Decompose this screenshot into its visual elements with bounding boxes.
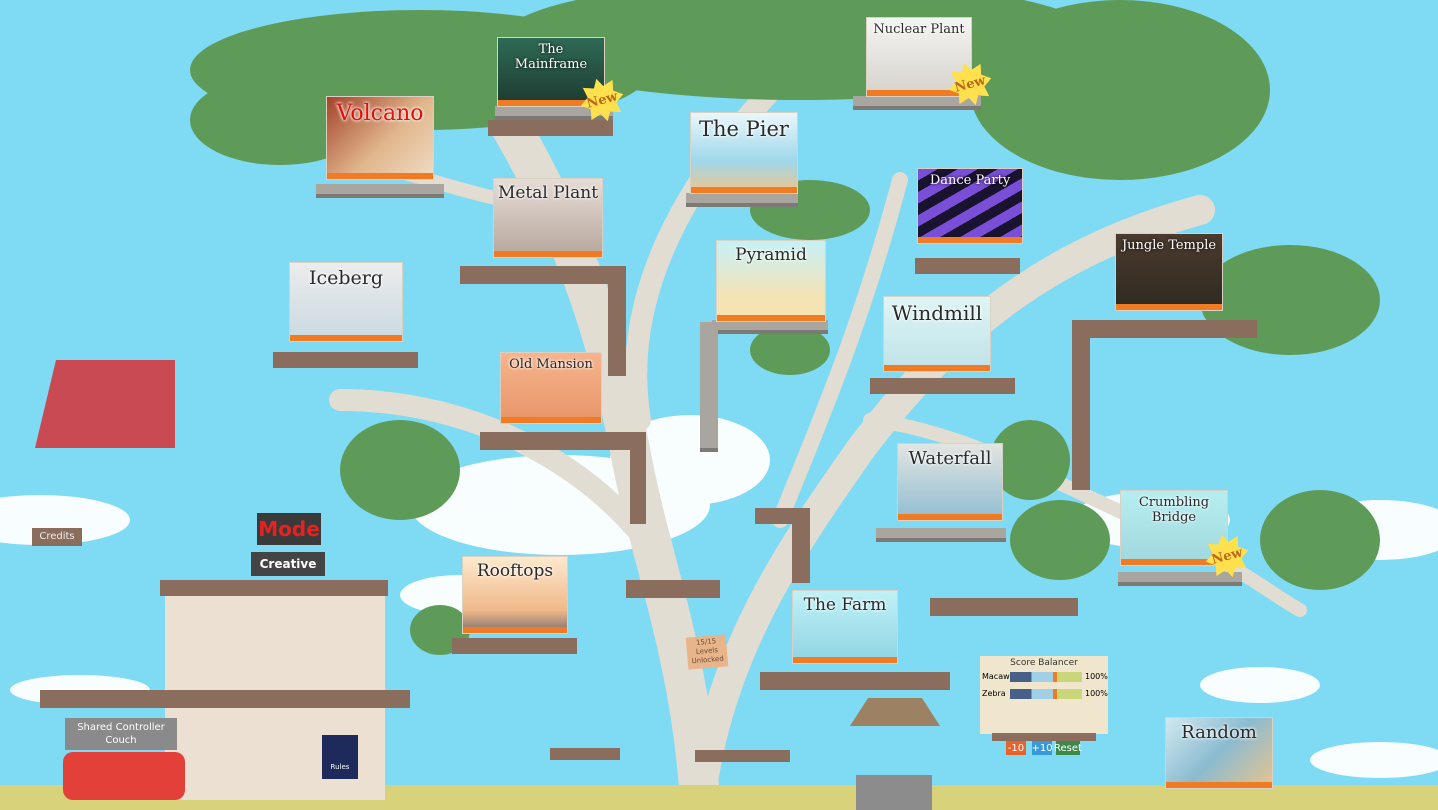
level-name: Rooftops: [476, 561, 554, 581]
couch[interactable]: [63, 752, 185, 800]
level-volcano[interactable]: Volcano: [326, 96, 434, 180]
stone-platform: [316, 184, 444, 198]
wood-beam: [792, 508, 810, 583]
player-score-bar: [1010, 672, 1082, 682]
stone-platform: [712, 320, 828, 334]
minus-10-button[interactable]: -10: [1006, 741, 1026, 755]
level-metal-plant[interactable]: Metal Plant: [493, 178, 603, 258]
wood-beam: [1075, 320, 1257, 338]
player-name: Zebra: [982, 689, 1006, 698]
level-random[interactable]: Random: [1165, 717, 1273, 789]
level-old-mansion[interactable]: Old Mansion: [500, 352, 602, 424]
level-name: The Mainframe: [514, 42, 588, 72]
stone-pillar: [700, 322, 718, 452]
stone-platform: [495, 106, 613, 120]
level-name: Random: [1181, 722, 1257, 743]
wood-beam: [550, 748, 620, 760]
player-percent: 100%: [1085, 672, 1108, 681]
plus-10-button[interactable]: +10: [1031, 741, 1053, 755]
well-roof: [850, 698, 940, 726]
score-balancer: Score Balancer Macaw 100% Zebra 100%: [980, 656, 1108, 734]
level-name: Jungle Temple: [1121, 238, 1217, 253]
level-name: Volcano: [336, 101, 424, 126]
level-waterfall[interactable]: Waterfall: [897, 443, 1003, 521]
credits-sign[interactable]: Credits: [32, 528, 82, 546]
balancer-table: [992, 733, 1096, 741]
stone-platform: [853, 96, 981, 110]
level-windmill[interactable]: Windmill: [883, 296, 991, 372]
mode-sign[interactable]: Mode: [257, 513, 321, 545]
stone-platform: [686, 193, 798, 207]
wood-beam: [273, 352, 418, 368]
level-jungle-temple[interactable]: Jungle Temple: [1115, 233, 1223, 311]
level-pyramid[interactable]: Pyramid: [716, 240, 826, 322]
well: [856, 775, 932, 810]
wood-beam: [480, 432, 645, 450]
level-name: The Pier: [699, 117, 789, 141]
level-name: Pyramid: [735, 245, 807, 265]
level-name: Nuclear Plant: [873, 22, 965, 37]
level-name: Metal Plant: [497, 183, 599, 203]
wood-beam: [1072, 320, 1090, 490]
wood-beam: [915, 258, 1020, 274]
level-name: Dance Party: [929, 173, 1011, 188]
player-name: Macaw: [982, 672, 1010, 681]
couch-sign[interactable]: Shared Controller Couch: [65, 718, 177, 750]
player-score-bar: [1010, 689, 1082, 699]
level-rooftops[interactable]: Rooftops: [462, 556, 568, 634]
mode-value[interactable]: Creative: [251, 552, 325, 576]
wood-beam: [608, 266, 626, 376]
levels-unlocked-sign: 15/15 Levels Unlocked: [685, 634, 729, 670]
stone-platform: [876, 528, 1006, 542]
wood-beam: [626, 580, 720, 598]
level-dance-party[interactable]: Dance Party: [917, 168, 1023, 244]
house-floor: [160, 580, 388, 596]
level-iceberg[interactable]: Iceberg: [289, 262, 403, 342]
level-the-farm[interactable]: The Farm: [792, 590, 898, 664]
level-name: Waterfall: [908, 448, 992, 469]
wood-beam: [452, 638, 577, 654]
score-balancer-title: Score Balancer: [1010, 658, 1078, 668]
house-roof: [35, 360, 175, 448]
wood-beam: [630, 432, 646, 524]
wood-beam: [930, 598, 1078, 616]
wood-beam: [695, 750, 790, 762]
level-name: Crumbling Bridge: [1138, 495, 1210, 525]
wood-beam: [488, 120, 613, 136]
player-percent: 100%: [1085, 689, 1108, 698]
reset-button[interactable]: Reset: [1054, 741, 1082, 755]
level-crumbling-bridge[interactable]: Crumbling Bridge: [1120, 490, 1228, 566]
house-floor: [40, 690, 410, 708]
level-name: Old Mansion: [509, 357, 593, 372]
level-the-pier[interactable]: The Pier: [690, 112, 798, 194]
level-name: The Farm: [803, 595, 887, 615]
level-name: Windmill: [891, 301, 983, 325]
wood-beam: [760, 672, 950, 690]
stone-platform: [1118, 572, 1242, 586]
level-name: Iceberg: [308, 267, 384, 289]
wood-beam: [460, 266, 625, 284]
wood-beam: [870, 378, 1015, 394]
rules-poster[interactable]: Rules: [322, 735, 358, 779]
level-nuclear-plant[interactable]: Nuclear Plant: [866, 17, 972, 97]
